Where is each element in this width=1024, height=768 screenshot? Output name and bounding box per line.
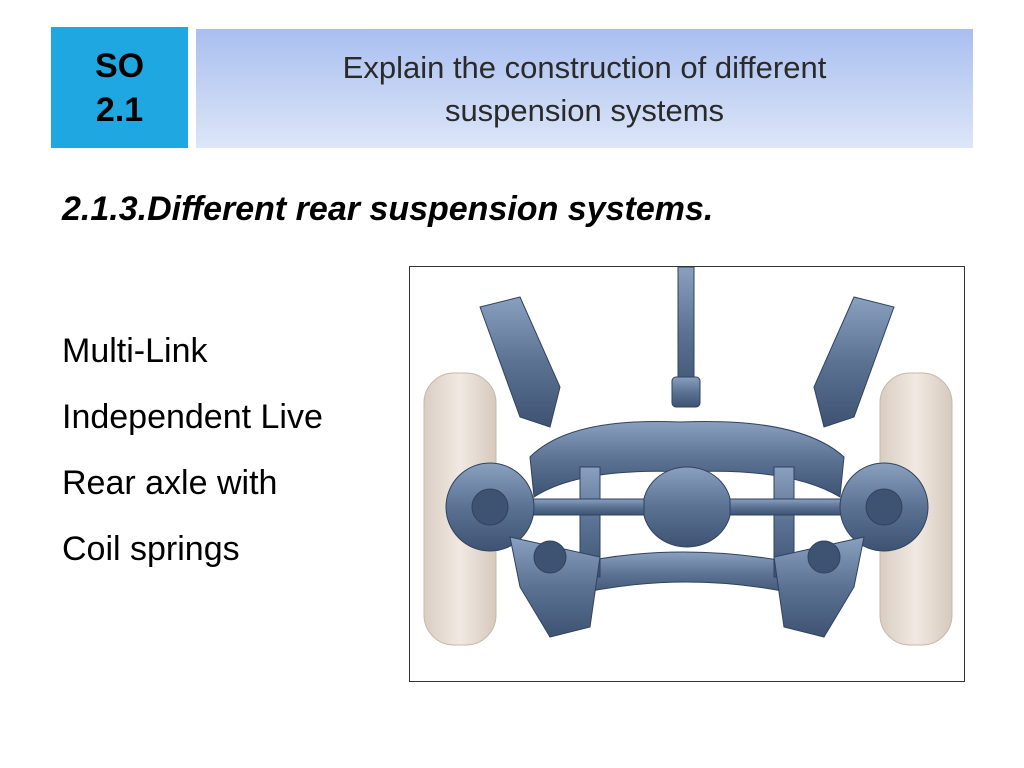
suspension-figure (409, 266, 965, 682)
section-subheading: 2.1.3.Different rear suspension systems. (62, 190, 714, 228)
section-badge: SO 2.1 (51, 27, 188, 148)
slide-title-line2: suspension systems (444, 92, 725, 128)
body-text: Multi-Link Independent Live Rear axle wi… (62, 318, 323, 582)
right-spring-seat (807, 540, 841, 574)
section-badge-line1: SO (94, 46, 145, 85)
body-line: Independent Live (62, 398, 323, 436)
body-line: Coil springs (62, 530, 240, 568)
left-lower-arm (509, 536, 601, 638)
title-band: Explain the construction of different su… (196, 29, 973, 148)
differential (642, 466, 732, 548)
right-half-shaft (729, 498, 855, 516)
left-spring-seat (533, 540, 567, 574)
left-half-shaft (519, 498, 645, 516)
left-upper-arm (479, 296, 561, 428)
section-badge-line2: 2.1 (95, 90, 144, 129)
rear-suspension-illustration (423, 267, 953, 646)
body-line: Rear axle with (62, 464, 278, 502)
right-lower-arm (773, 536, 865, 638)
subframe-crossmember (529, 420, 845, 498)
slide-title-line1: Explain the construction of different (342, 49, 827, 85)
body-line: Multi-Link (62, 332, 208, 370)
right-upper-arm (813, 296, 895, 428)
